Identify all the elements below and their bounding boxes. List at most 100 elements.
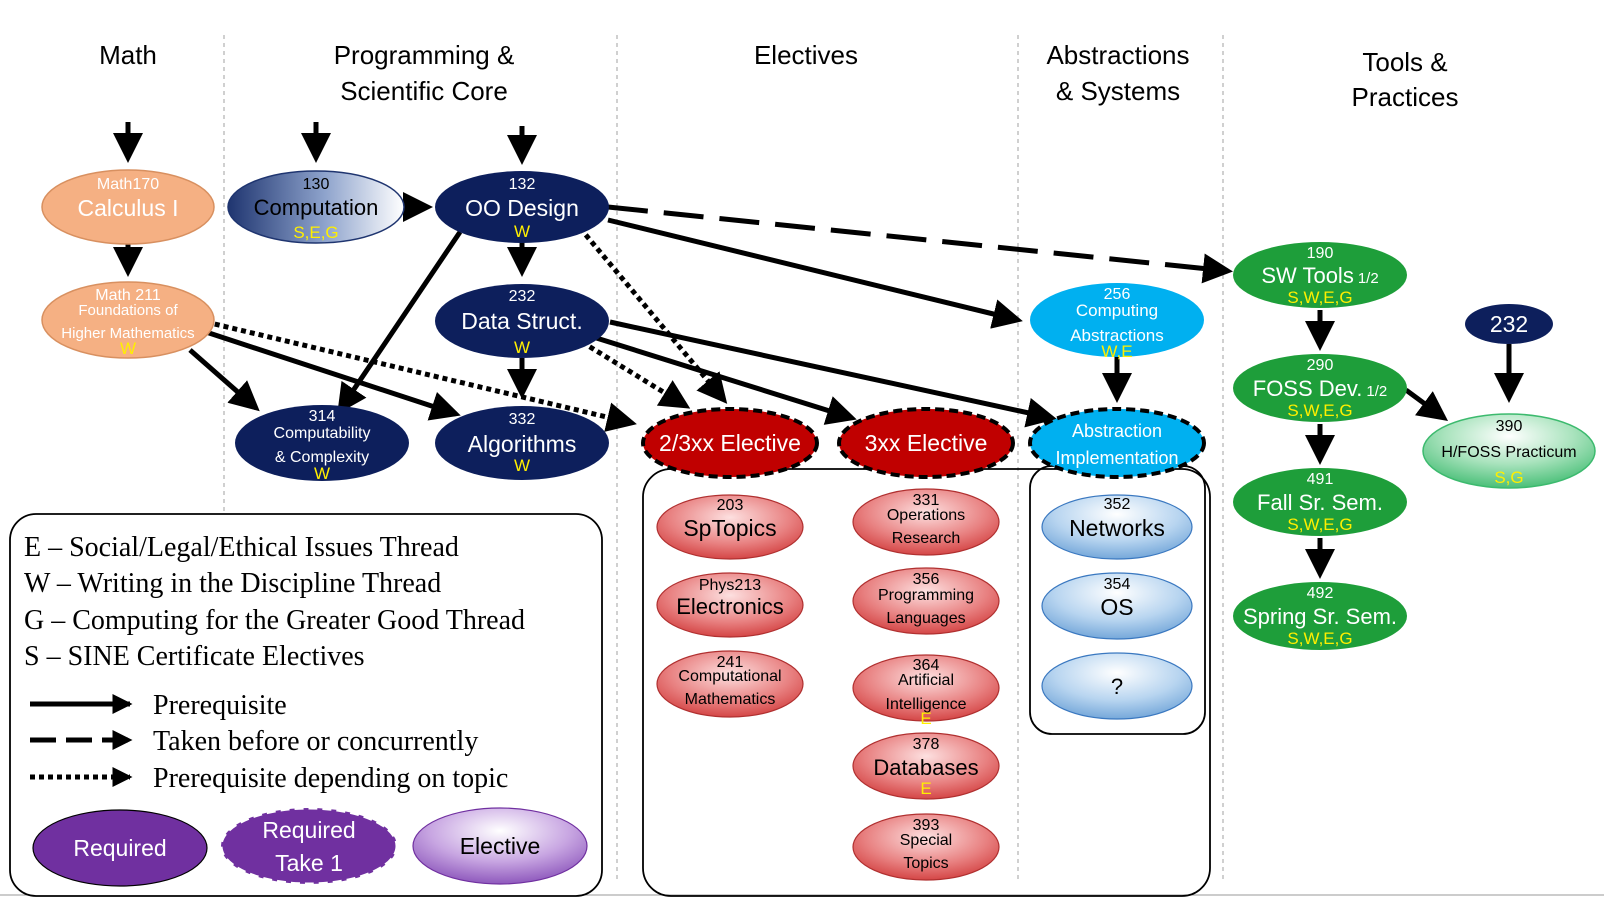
course-name-line1: Special bbox=[900, 832, 952, 849]
course-number: 331 bbox=[913, 492, 940, 509]
course-number: 190 bbox=[1307, 245, 1334, 262]
thread-tags: S,W,E,G bbox=[1287, 288, 1352, 307]
legend-box bbox=[9, 513, 603, 897]
header-programming-line1: Programming & bbox=[334, 40, 515, 70]
thread-tags: S,W,E,G bbox=[1287, 515, 1352, 534]
course-unknown[interactable]: ? bbox=[1041, 652, 1193, 720]
thread-tags: S,W,E,G bbox=[1287, 629, 1352, 648]
course-name: 2/3xx Elective bbox=[659, 430, 801, 456]
course-232-prereq[interactable]: 232 bbox=[1465, 304, 1553, 344]
legend-thread-s: S – SINE Certificate Electives bbox=[24, 641, 365, 672]
course-132[interactable]: 132 OO Design W bbox=[435, 171, 609, 243]
course-number: 390 bbox=[1496, 418, 1523, 435]
thread-tags: E bbox=[920, 709, 931, 728]
course-number: 352 bbox=[1104, 496, 1131, 513]
course-name: Databases bbox=[873, 755, 978, 780]
course-name: Computation bbox=[254, 195, 379, 220]
abstraction-implementation[interactable]: Abstraction Implementation bbox=[1028, 407, 1206, 479]
course-name: SpTopics bbox=[683, 515, 776, 541]
elective-2-3xx[interactable]: 2/3xx Elective bbox=[641, 407, 819, 479]
header-programming-line2: Scientific Core bbox=[340, 76, 508, 106]
thread-tags: W bbox=[314, 464, 330, 483]
course-232[interactable]: 232 Data Struct. W bbox=[435, 284, 609, 358]
course-math211[interactable]: Math 211 Foundations of Higher Mathemati… bbox=[41, 281, 215, 359]
course-290[interactable]: 290 FOSS Dev.1/2 S,W,E,G bbox=[1233, 354, 1407, 422]
course-number: 332 bbox=[509, 411, 536, 428]
thread-tags: W bbox=[120, 339, 136, 358]
concurrent-arrow bbox=[607, 204, 1233, 284]
course-130[interactable]: 130 Computation S,E,G bbox=[227, 170, 405, 244]
course-number: 290 bbox=[1307, 357, 1334, 374]
thread-tags: S,G bbox=[1494, 468, 1523, 487]
header-tools-line2: Practices bbox=[1352, 82, 1459, 112]
course-241[interactable]: 241 Computational Mathematics bbox=[656, 650, 804, 718]
course-number: 241 bbox=[717, 654, 744, 671]
legend-prerequisite: Prerequisite bbox=[153, 690, 287, 721]
legend-topic: Prerequisite depending on topic bbox=[153, 763, 508, 794]
course-390[interactable]: 390 H/FOSS Practicum S,G bbox=[1422, 413, 1596, 489]
course-354[interactable]: 354 OS bbox=[1041, 572, 1193, 640]
header-abstractions-line1: Abstractions bbox=[1046, 40, 1189, 70]
legend-required-take1-line1: Required bbox=[262, 817, 355, 843]
course-name-line1: Computability bbox=[274, 425, 371, 442]
elective-3xx[interactable]: 3xx Elective bbox=[837, 407, 1015, 479]
thread-tags: W bbox=[514, 456, 530, 475]
course-credit-fraction: 1/2 bbox=[1366, 383, 1387, 400]
course-number: 314 bbox=[309, 408, 336, 425]
course-number: 364 bbox=[913, 657, 940, 674]
course-name-line2: Implementation bbox=[1055, 448, 1178, 468]
course-491[interactable]: 491 Fall Sr. Sem. S,W,E,G bbox=[1233, 468, 1407, 536]
course-331[interactable]: 331 Operations Research bbox=[852, 488, 1000, 556]
course-number: 356 bbox=[913, 571, 940, 588]
course-203[interactable]: 203 SpTopics bbox=[656, 494, 804, 560]
course-name: Algorithms bbox=[468, 431, 577, 457]
course-356[interactable]: 356 Programming Languages bbox=[852, 567, 1000, 635]
course-256[interactable]: 256 Computing Abstractions W,E bbox=[1030, 283, 1204, 361]
course-name: Spring Sr. Sem. bbox=[1243, 604, 1397, 629]
course-number: 393 bbox=[913, 817, 940, 834]
course-number: 256 bbox=[1104, 286, 1131, 303]
course-352[interactable]: 352 Networks bbox=[1041, 494, 1193, 560]
course-name-line2: Languages bbox=[886, 610, 965, 627]
course-name-line2: Abstractions bbox=[1070, 326, 1164, 345]
course-name-line2: Topics bbox=[903, 855, 948, 872]
course-phys213[interactable]: Phys213 Electronics bbox=[656, 572, 804, 638]
legend-required-label: Required bbox=[73, 835, 166, 861]
course-name-line1: Computing bbox=[1076, 301, 1158, 320]
course-name: 3xx Elective bbox=[865, 430, 988, 456]
course-number: 232 bbox=[509, 288, 536, 305]
course-name: OO Design bbox=[465, 195, 579, 221]
course-name-line1: Operations bbox=[887, 507, 965, 524]
course-title: SW Tools bbox=[1261, 263, 1354, 288]
thread-tags: E bbox=[920, 779, 931, 798]
course-name-line2: Research bbox=[892, 530, 960, 547]
course-492[interactable]: 492 Spring Sr. Sem. S,W,E,G bbox=[1233, 582, 1407, 650]
header-electives: Electives bbox=[754, 40, 858, 70]
course-number: Phys213 bbox=[699, 577, 761, 594]
course-314[interactable]: 314 Computability & Complexity W bbox=[235, 405, 409, 483]
legend-required-take1-swatch: Required Take 1 bbox=[219, 806, 399, 886]
course-364[interactable]: 364 Artificial Intelligence E bbox=[852, 654, 1000, 728]
course-name: Networks bbox=[1069, 515, 1165, 541]
course-name-line1: Abstraction bbox=[1072, 421, 1162, 441]
course-name: H/FOSS Practicum bbox=[1441, 444, 1576, 461]
course-number: 132 bbox=[509, 176, 536, 193]
course-393[interactable]: 393 Special Topics bbox=[852, 813, 1000, 881]
legend: E – Social/Legal/Ethical Issues Thread W… bbox=[9, 513, 603, 897]
legend-concurrent: Taken before or concurrently bbox=[153, 726, 478, 757]
course-332[interactable]: 332 Algorithms W bbox=[435, 406, 609, 480]
thread-tags: W bbox=[514, 338, 530, 357]
course-name-line1: Foundations of bbox=[78, 302, 178, 319]
thread-tags: S,W,E,G bbox=[1287, 401, 1352, 420]
course-number: 491 bbox=[1307, 471, 1334, 488]
course-name-line2: Intelligence bbox=[886, 696, 967, 713]
course-credit-fraction: 1/2 bbox=[1358, 270, 1379, 287]
course-number: Math170 bbox=[97, 176, 159, 193]
legend-thread-e: E – Social/Legal/Ethical Issues Thread bbox=[24, 532, 459, 563]
course-name: Electronics bbox=[676, 594, 784, 619]
course-378[interactable]: 378 Databases E bbox=[852, 732, 1000, 800]
course-name-line1: Computational bbox=[678, 668, 781, 685]
course-math170[interactable]: Math170 Calculus I bbox=[41, 169, 215, 245]
